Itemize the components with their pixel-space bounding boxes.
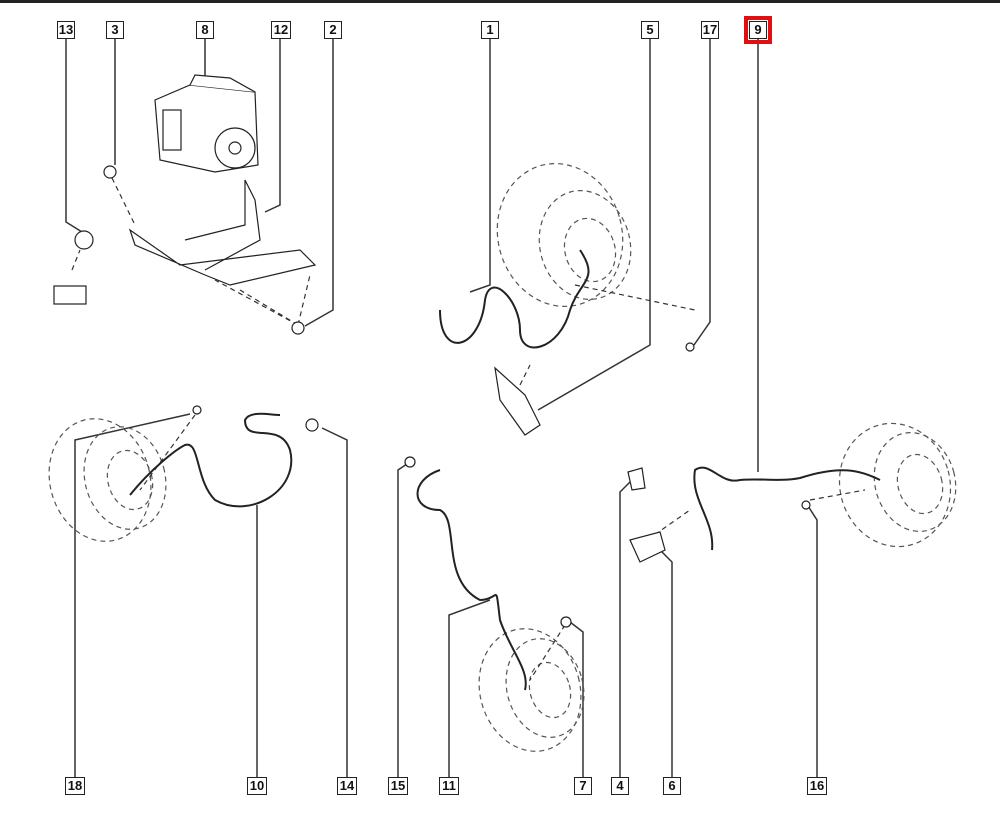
callout-14[interactable]: 14: [337, 777, 357, 795]
callout-16[interactable]: 16: [807, 777, 827, 795]
callout-2[interactable]: 2: [324, 21, 342, 39]
callout-1[interactable]: 1: [481, 21, 499, 39]
callout-18[interactable]: 18: [65, 777, 85, 795]
callout-5[interactable]: 5: [641, 21, 659, 39]
callout-8[interactable]: 8: [196, 21, 214, 39]
callout-7[interactable]: 7: [574, 777, 592, 795]
top-border: [0, 0, 1000, 3]
callout-13[interactable]: 13: [57, 21, 75, 39]
callout-10[interactable]: 10: [247, 777, 267, 795]
dashed-arrows: [71, 177, 866, 681]
leader-lines: [65, 39, 818, 777]
abs-module: [154, 74, 259, 173]
small-parts: [53, 165, 811, 628]
callout-12[interactable]: 12: [271, 21, 291, 39]
callout-9-highlighted[interactable]: 9: [744, 16, 772, 44]
callout-6[interactable]: 6: [663, 777, 681, 795]
callout-11[interactable]: 11: [439, 777, 459, 795]
callout-4[interactable]: 4: [611, 777, 629, 795]
callout-3[interactable]: 3: [106, 21, 124, 39]
bracket: [128, 179, 317, 286]
callout-15[interactable]: 15: [388, 777, 408, 795]
sensor-cables: [129, 249, 881, 691]
wheel-outlines: [48, 163, 957, 752]
callout-17[interactable]: 17: [701, 21, 719, 39]
